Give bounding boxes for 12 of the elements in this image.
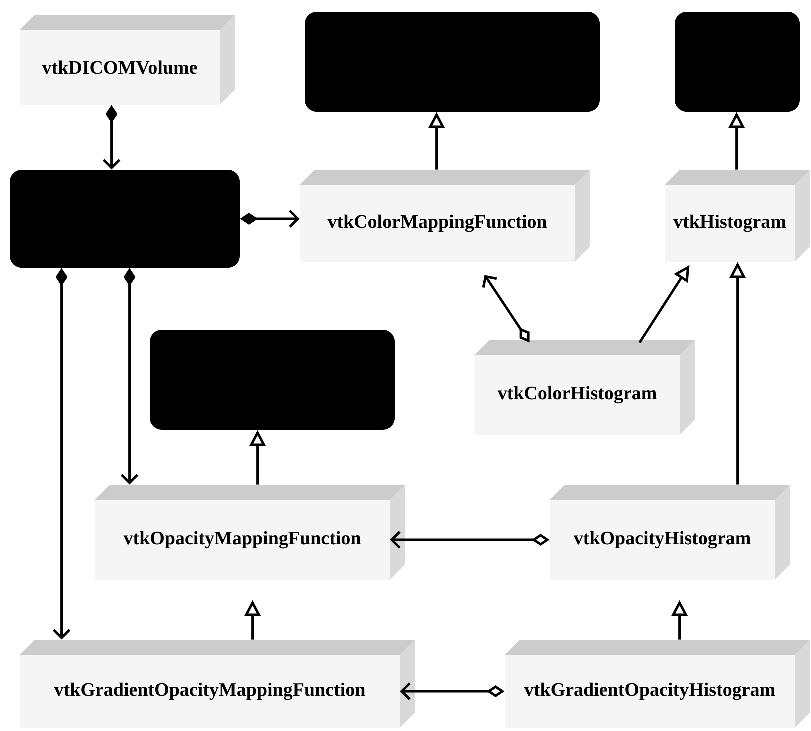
filled-box bbox=[150, 330, 395, 430]
class-box: vtkGradientOpacityMappingFunction bbox=[20, 640, 415, 728]
class-box: vtkGradientOpacityHistogram bbox=[505, 640, 810, 728]
filled-box bbox=[10, 170, 240, 268]
class-box: vtkHistogram bbox=[665, 170, 810, 262]
class-box: vtkColorMappingFunction bbox=[300, 170, 590, 262]
filled-box bbox=[305, 12, 600, 112]
class-box: vtkDICOMVolume bbox=[20, 15, 235, 105]
filled-box bbox=[675, 12, 800, 112]
class-box: vtkOpacityHistogram bbox=[550, 485, 790, 580]
class-box: vtkOpacityMappingFunction bbox=[95, 485, 405, 580]
class-box: vtkColorHistogram bbox=[475, 340, 695, 435]
